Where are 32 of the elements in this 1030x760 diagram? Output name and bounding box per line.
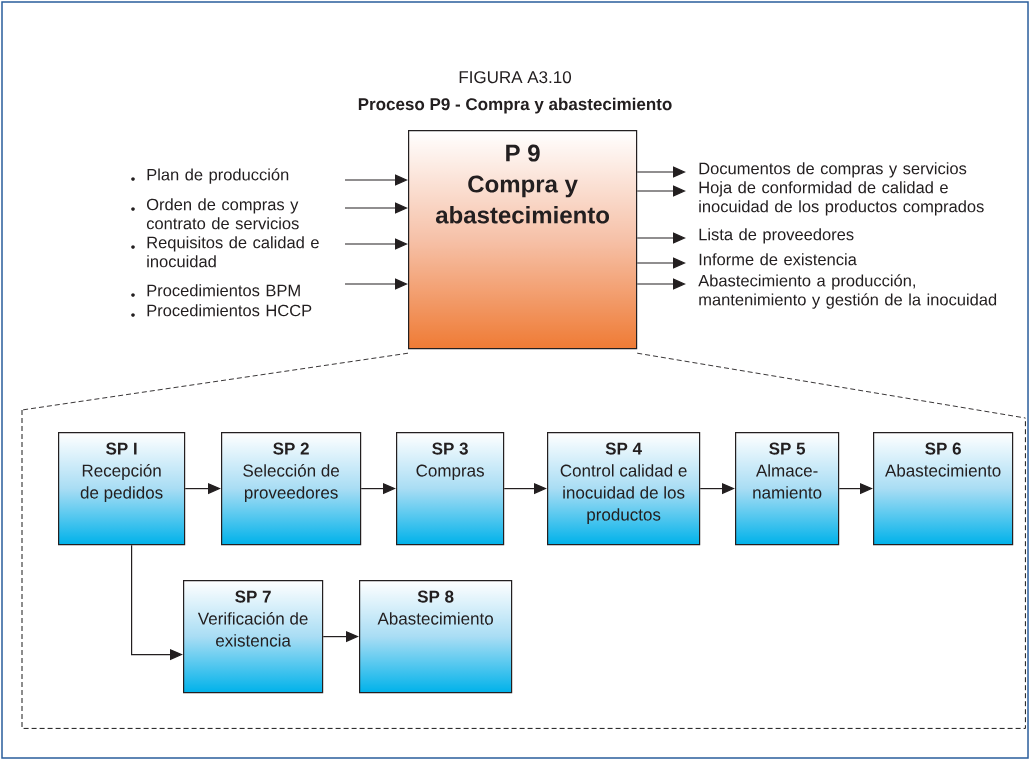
output-item: Hoja de conformidad de calidad e inocuidad de los productos comprados bbox=[699, 181, 984, 216]
output-item: Documentos de compras y servicios bbox=[699, 162, 967, 178]
input-item: Procedimientos HCCP bbox=[147, 304, 312, 317]
dashed-frame bbox=[21, 409, 1026, 729]
arrow bbox=[636, 232, 686, 244]
input-item: Procedimientos BPM bbox=[147, 284, 300, 297]
subprocess-box: SP 6 Abastecimiento bbox=[873, 432, 1014, 546]
subprocess-box: SP 3 Compras bbox=[396, 432, 505, 546]
arrow bbox=[344, 238, 408, 250]
subprocess-box: SP 2 Selección de proveedores bbox=[221, 432, 362, 546]
arrow bbox=[636, 166, 686, 178]
input-item: Orden de compras y contrato de servicios bbox=[146, 198, 299, 230]
arrow bbox=[344, 202, 408, 214]
arrow bbox=[636, 185, 686, 197]
subprocess-box: SP I Recepción de pedidos bbox=[58, 432, 186, 546]
arrow bbox=[636, 278, 686, 290]
input-item: Plan de producción bbox=[147, 168, 289, 184]
arrow bbox=[636, 257, 686, 269]
title: Proceso P9 - Compra y abastecimiento bbox=[358, 97, 672, 114]
process-box: P 9 Compra y abastecimiento bbox=[408, 130, 638, 350]
subprocess-box: SP 4 Control calidad e inocuidad de los productos bbox=[547, 432, 701, 546]
arrow bbox=[344, 278, 408, 290]
subprocess-box: SP 5 Almace- namiento bbox=[735, 432, 840, 546]
figure-number: FIGURA A3.10 bbox=[459, 71, 571, 84]
output-item: Abastecimiento a producción, mantenimiento y gestión de la inocuidad bbox=[698, 274, 997, 309]
zoom-line bbox=[636, 352, 1026, 419]
input-item: Requisitos de calidad e inocuidad bbox=[147, 236, 319, 268]
subprocess-box: SP 8 Abastecimiento bbox=[359, 580, 513, 694]
arrow bbox=[344, 174, 408, 186]
output-item: Informe de existencia bbox=[699, 253, 857, 266]
output-item: Lista de proveedores bbox=[699, 228, 854, 244]
subprocess-box: SP 7 Verificación de existencia bbox=[183, 580, 324, 694]
